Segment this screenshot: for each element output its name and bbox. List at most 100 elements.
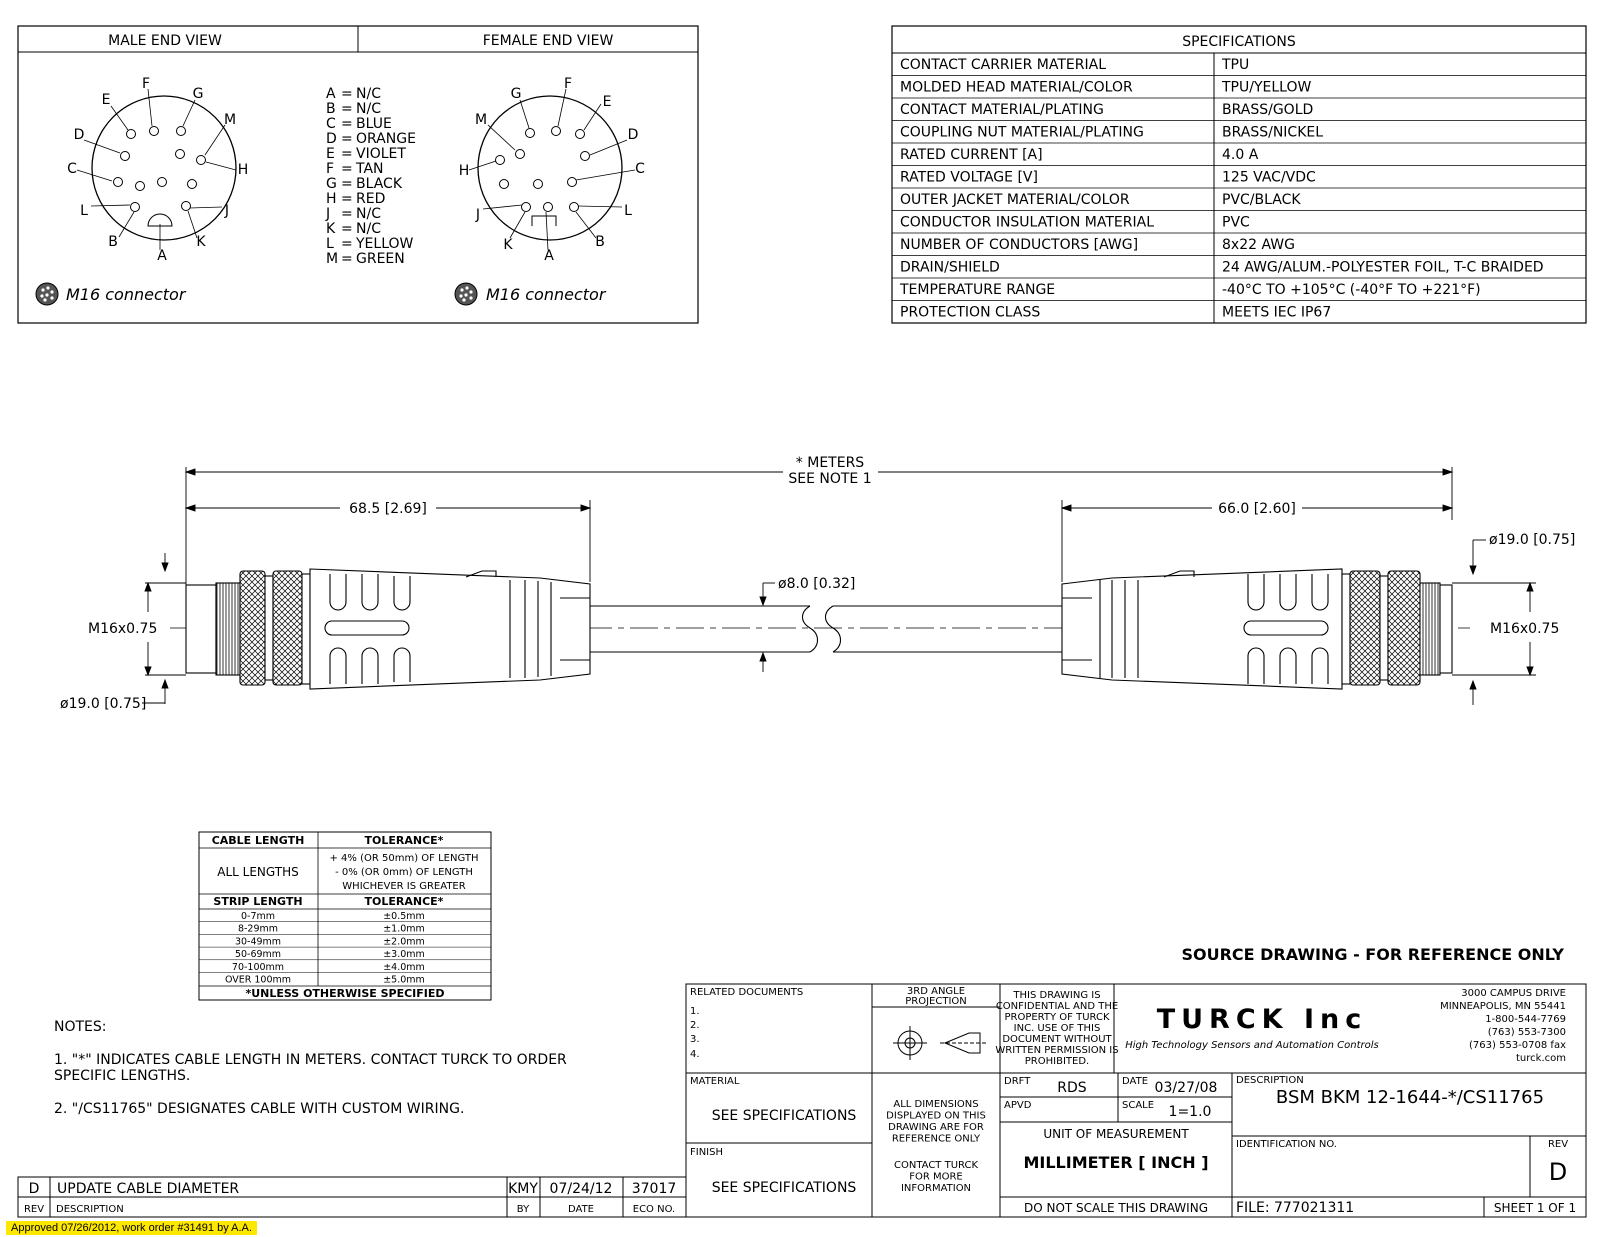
spec-value: MEETS IEC IP67 (1222, 305, 1331, 321)
addr-line: (763) 553-0708 fax (1469, 1040, 1566, 1051)
wire-pin-letter: B (326, 101, 336, 117)
company-logo: TURCK Inc (1157, 1004, 1368, 1035)
material-header: MATERIAL (690, 1076, 740, 1087)
tolerance-table: CABLE LENGTH TOLERANCE* ALL LENGTHS + 4%… (198, 831, 492, 1001)
wire-equals-sign: = (341, 176, 353, 192)
conf-line: PROHIBITED. (1025, 1056, 1089, 1067)
revision-letter: D (29, 1181, 40, 1197)
wire-equals-sign: = (341, 101, 353, 117)
conf-line: CONFIDENTIAL AND THE (996, 1001, 1118, 1012)
spec-label: PROTECTION CLASS (900, 305, 1040, 321)
notes: NOTES: 1. "*" INDICATES CABLE LENGTH IN … (54, 1019, 567, 1117)
addr-line: 3000 CAMPUS DRIVE (1461, 988, 1566, 999)
male-connector-caption: M16 connector (66, 285, 187, 304)
wire-pin-letter: C (326, 116, 336, 132)
male-pin-m-label: M (224, 112, 236, 128)
male-connector-face: F G E M D C H L J B K A (67, 76, 248, 264)
right-thread: M16x0.75 (1490, 621, 1559, 637)
tol-footer: *UNLESS OTHERWISE SPECIFIED (245, 987, 444, 1000)
left-thread: M16x0.75 (88, 621, 157, 637)
alldim-line: REFERENCE ONLY (892, 1134, 981, 1145)
spec-label: RATED CURRENT [A] (900, 147, 1043, 163)
male-pin-h-label: H (238, 162, 249, 178)
spec-value: BRASS/NICKEL (1222, 125, 1323, 141)
left-diameter: ø19.0 [0.75] (60, 696, 146, 712)
female-pin-e-label: E (603, 94, 612, 110)
conf-line: DOCUMENT WITHOUT (1002, 1034, 1112, 1045)
wire-pin-letter: E (326, 146, 335, 162)
spec-value: 125 VAC/VDC (1222, 170, 1316, 186)
wire-pin-letter: L (326, 236, 334, 252)
contact-line: INFORMATION (901, 1183, 971, 1194)
conf-line: WRITTEN PERMISSION IS (995, 1045, 1118, 1056)
female-pin-b-label: B (595, 234, 605, 250)
female-pin-h-label: H (459, 163, 470, 179)
revision-eco: 37017 (632, 1181, 677, 1197)
strip-length-range: OVER 100mm (225, 975, 291, 986)
male-connector-symbol-icon (35, 282, 59, 306)
spec-label: DRAIN/SHIELD (900, 260, 1000, 276)
related-doc-1: 1. (690, 1006, 700, 1017)
identification-header: IDENTIFICATION NO. (1236, 1139, 1337, 1150)
female-pin-l-label: L (624, 203, 632, 219)
female-pin-a-label: A (544, 248, 554, 264)
wire-pin-letter: F (326, 161, 334, 177)
finish-header: FINISH (690, 1147, 723, 1158)
tol-header-strip-length: STRIP LENGTH (213, 895, 302, 908)
title-block-frame (685, 983, 1587, 1218)
female-pin-d-label: D (628, 127, 639, 143)
rev-eco-header: ECO NO. (633, 1204, 675, 1215)
scale-header: SCALE (1122, 1100, 1154, 1111)
wire-equals-sign: = (341, 251, 353, 267)
sheet-number: SHEET 1 OF 1 (1494, 1201, 1576, 1215)
rev-header: REV (24, 1204, 44, 1215)
female-pin-c-label: C (635, 161, 645, 177)
male-end-view-title: MALE END VIEW (108, 33, 222, 49)
approved-header: APVD (1004, 1100, 1032, 1111)
strip-length-tolerance: ±0.5mm (383, 911, 425, 922)
date-header: DATE (1122, 1076, 1148, 1087)
tol-header-tolerance: TOLERANCE* (365, 834, 444, 847)
unit-value: MILLIMETER [ INCH ] (1023, 1153, 1208, 1172)
spec-value: TPU (1221, 57, 1249, 73)
dimension-lines (142, 467, 1536, 705)
strip-length-tolerance: ±3.0mm (383, 949, 425, 960)
rev-box-value: D (1549, 1158, 1567, 1186)
spec-value: TPU/YELLOW (1221, 80, 1311, 96)
male-pin-e-label: E (102, 92, 111, 108)
conf-line: INC. USE OF THIS (1014, 1023, 1101, 1034)
wire-equals-sign: = (341, 206, 353, 222)
note-1-line-2: SPECIFIC LENGTHS. (54, 1068, 190, 1084)
wire-color-value: BLACK (356, 176, 403, 192)
male-connector (185, 568, 591, 690)
female-pin-m-label: M (475, 112, 487, 128)
end-views-panel: MALE END VIEW FEMALE END VIEW F (17, 25, 699, 324)
spec-value: 4.0 A (1222, 147, 1259, 163)
related-docs-header: RELATED DOCUMENTS (690, 987, 803, 998)
tol-all-lengths: ALL LENGTHS (217, 865, 298, 879)
spec-value: PVC (1222, 215, 1250, 231)
cable (590, 605, 1062, 653)
wire-equals-sign: = (341, 86, 353, 102)
wire-color-value: VIOLET (356, 146, 406, 162)
scale-value: 1=1.0 (1169, 1104, 1212, 1120)
alldim-line: ALL DIMENSIONS (893, 1099, 978, 1110)
male-pin-k-label: K (196, 234, 206, 250)
spec-label: CONTACT MATERIAL/PLATING (900, 102, 1104, 118)
rev-desc-header: DESCRIPTION (56, 1204, 124, 1215)
addr-line: (763) 553-7300 (1488, 1027, 1566, 1038)
spec-label: CONTACT CARRIER MATERIAL (900, 57, 1106, 73)
wire-color-value: N/C (356, 101, 381, 117)
spec-value: BRASS/GOLD (1222, 102, 1313, 118)
revision-date: 07/24/12 (550, 1181, 613, 1197)
strip-length-tolerance: ±4.0mm (383, 962, 425, 973)
spec-label: OUTER JACKET MATERIAL/COLOR (900, 192, 1130, 208)
wire-pin-letter: M (326, 251, 338, 267)
notes-heading: NOTES: (54, 1019, 107, 1035)
cable-assembly-drawing (170, 568, 1470, 690)
spec-value: -40°C TO +105°C (-40°F TO +221°F) (1222, 282, 1481, 298)
alldim-line: DRAWING ARE FOR (888, 1122, 984, 1133)
strip-length-tolerance: ±1.0mm (383, 924, 425, 935)
